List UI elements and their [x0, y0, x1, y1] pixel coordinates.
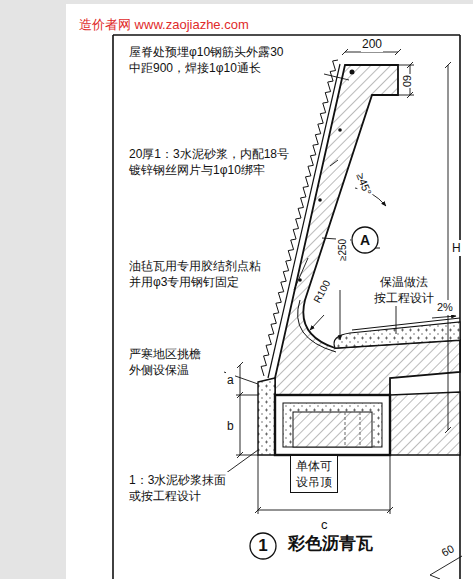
note-text: 屋脊处预埋φ10钢筋头外露30 中距900，焊接1φ10通长: [128, 44, 287, 76]
callout-circle: 1: [249, 532, 277, 560]
dimension-text: b: [226, 418, 235, 434]
dimension-text: ≥45°: [352, 170, 375, 198]
watermark: 造价者网 www.zaojiazhe.com: [78, 16, 250, 34]
circle-shape: [352, 227, 378, 253]
dimension-text: 60: [399, 74, 414, 88]
beam-insulation: [283, 403, 382, 447]
eave-insulation: [258, 378, 275, 455]
asphalt-shingles: [261, 60, 338, 376]
dimension-text: ≥250: [336, 238, 350, 262]
note-text: 1：3水泥砂浆抹面 或按工程设计: [128, 472, 230, 504]
note-text: 20厚1：3水泥砂浆，内配18号 镀锌钢丝网片与1φ10绑牢: [128, 146, 293, 178]
shingle-line: [261, 60, 338, 376]
dimension-text: 200: [361, 36, 383, 52]
membrane: [298, 300, 460, 352]
callout-circle: A: [351, 226, 379, 254]
ceiling-line: [345, 412, 360, 447]
dimension-text: H: [451, 240, 462, 256]
detail-title: 彩色沥青瓦: [288, 533, 373, 556]
roof-slab: [390, 392, 460, 455]
callout-number: A: [351, 226, 379, 254]
dimension-text: a: [226, 372, 235, 388]
mortar-layer: [268, 64, 340, 378]
circle-shape: [250, 533, 276, 559]
dimension-text: 60: [438, 541, 458, 561]
dimension-text: c: [320, 516, 329, 534]
note-text: 严寒地区挑檐 外侧设保温: [128, 346, 204, 378]
concrete-wall: [275, 65, 460, 395]
box-text: 单体可 设吊顶: [295, 458, 333, 490]
note-text: 保温做法 按工程设计: [372, 274, 436, 306]
dimension-text: 2%: [436, 300, 454, 315]
beam: [275, 395, 390, 455]
beam-core: [293, 412, 372, 447]
frame: [113, 35, 460, 579]
dimension-text: R100: [310, 277, 334, 306]
page: [66, 4, 473, 579]
roof-insulation: [334, 322, 460, 348]
ceiling-box: 单体可 设吊顶: [290, 455, 338, 493]
callout-number: 1: [249, 532, 277, 560]
rebar: [298, 70, 354, 282]
note-text: 油毡瓦用专用胶结剂点粘 并用φ3专用钢钉固定: [128, 258, 264, 290]
dimension-lines: [236, 49, 462, 579]
